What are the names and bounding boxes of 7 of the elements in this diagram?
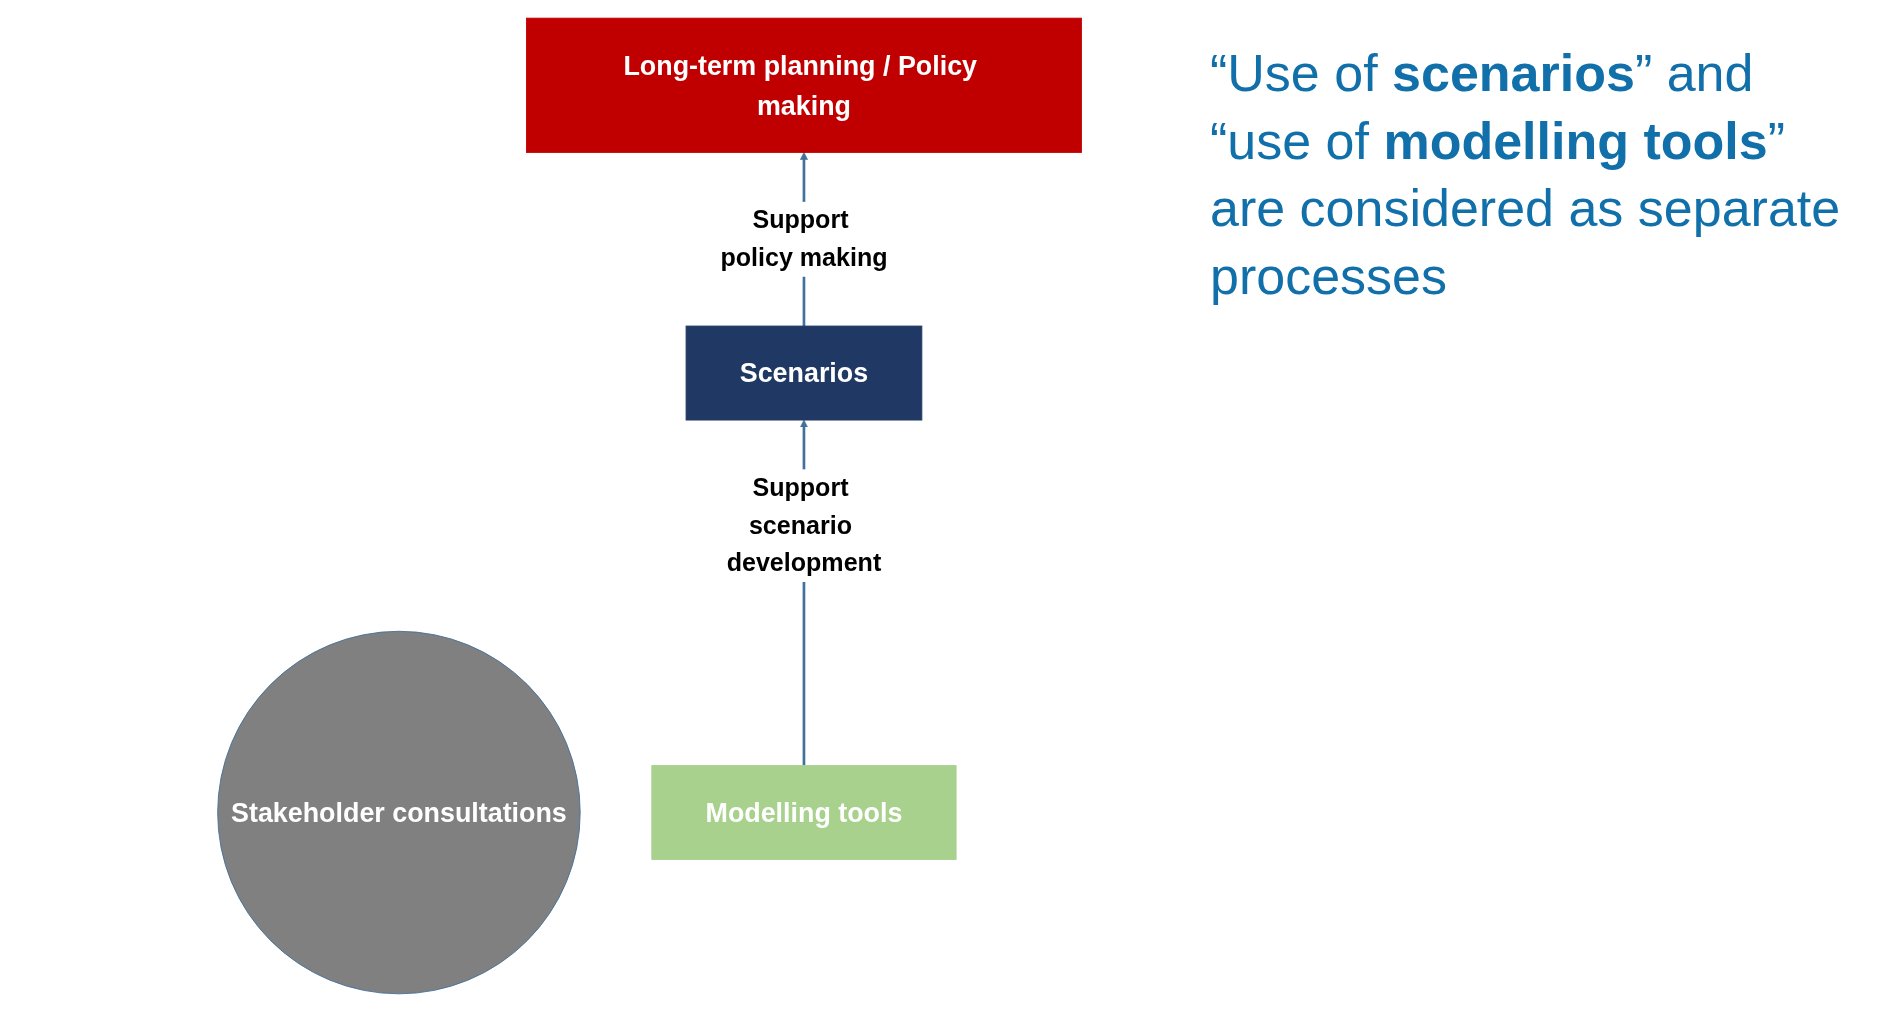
edge-label: Support scenario development <box>727 473 882 577</box>
node-circle: Stakeholder consultations <box>217 630 582 995</box>
node-box: Long-term planning / Policy making <box>526 17 1083 153</box>
node-box: Modelling tools <box>651 765 958 860</box>
edge-label: Support policy making <box>720 206 888 272</box>
note-text: “Use of scenarios” and “use of modelling tools” are considered as separate processes <box>1210 43 1842 307</box>
node-box: Scenarios <box>686 325 923 421</box>
